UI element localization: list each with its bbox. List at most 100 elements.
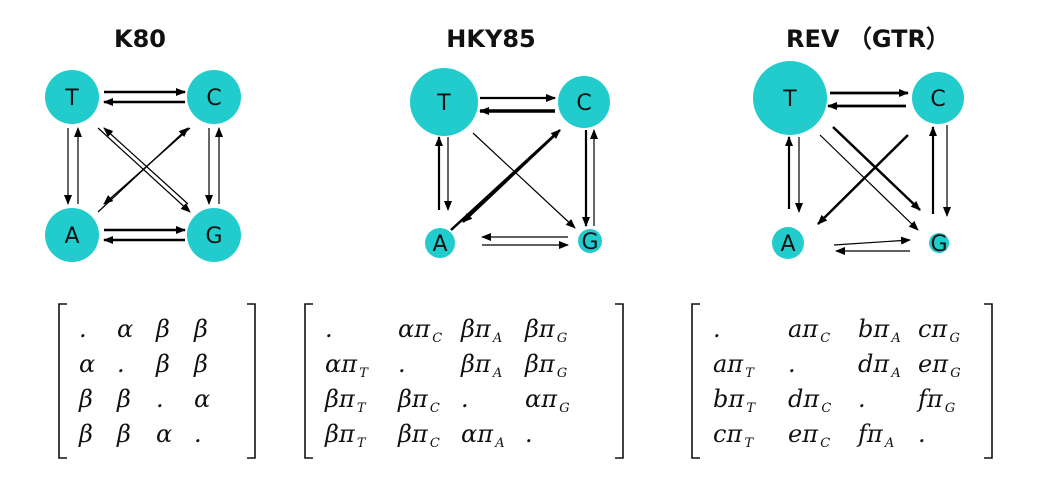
matrix-subscript: C [430, 436, 440, 451]
transition-arrow [472, 132, 576, 229]
matrix-right-bracket [615, 303, 624, 459]
matrix-subscript: G [557, 331, 567, 346]
matrix-left-bracket [691, 303, 700, 459]
matrix-cell: β [155, 315, 170, 343]
nucleotide-node-a [45, 208, 99, 262]
transition-arrow [819, 134, 919, 231]
matrix-cell: fπ [856, 420, 884, 448]
matrix-cell: dπ [858, 350, 890, 378]
matrix-subscript: G [945, 401, 955, 416]
matrix-cell: cπ [713, 420, 743, 448]
matrix-cell: . [117, 350, 125, 378]
nucleotide-node-t [753, 61, 827, 135]
matrix-cell: βπ [524, 315, 556, 343]
matrix-cell: . [918, 420, 926, 448]
transition-arrow [97, 127, 191, 213]
matrix-subscript: T [357, 401, 367, 416]
matrix-subscript: A [492, 366, 502, 381]
matrix-cell: . [525, 420, 533, 448]
matrix-subscript: T [744, 436, 754, 451]
matrix-cell: β [193, 315, 208, 343]
nucleotide-node-c [187, 70, 241, 124]
nucleotide-node-t [45, 70, 99, 124]
matrix-subscript: A [494, 436, 504, 451]
nucleotide-label: C [930, 87, 945, 112]
matrix-cell: bπ [858, 315, 890, 343]
matrix-cell: α [117, 315, 133, 343]
matrix-cell: βπ [460, 350, 492, 378]
matrix-cell: απ [461, 420, 494, 448]
nucleotide-label: T [64, 86, 79, 111]
nucleotide-label: G [930, 232, 947, 257]
matrix-cell: . [325, 315, 333, 343]
transition-arrow [833, 236, 911, 246]
matrix-right-bracket [247, 303, 256, 459]
matrix-cell: β [78, 420, 93, 448]
matrix-subscript: A [492, 331, 502, 346]
nucleotide-label: C [576, 91, 591, 116]
matrix-subscript: T [357, 436, 367, 451]
nucleotide-label: G [205, 224, 222, 249]
matrix-cell: β [193, 350, 208, 378]
matrix-subscript: G [949, 331, 959, 346]
matrix-cell: bπ [713, 385, 745, 413]
matrix-subscript: A [890, 366, 900, 381]
model-title: REV （GTR） [786, 25, 950, 53]
matrix-cell: dπ [788, 385, 820, 413]
nucleotide-node-c [558, 76, 610, 128]
matrix-cell: . [788, 350, 796, 378]
nucleotide-label: A [780, 232, 795, 257]
matrix-subscript: G [559, 401, 569, 416]
nucleotide-label: T [436, 91, 451, 116]
matrix-cell: βπ [324, 420, 356, 448]
matrix-subscript: T [745, 366, 755, 381]
model-title: HKY85 [446, 25, 535, 53]
matrix-cell: eπ [788, 420, 819, 448]
matrix-cell: β [78, 385, 93, 413]
matrix-cell: β [155, 350, 170, 378]
matrix-subscript: C [820, 331, 830, 346]
matrix-subscript: C [430, 401, 440, 416]
transition-arrow [103, 127, 189, 205]
matrix-subscript: C [820, 436, 830, 451]
nucleotide-label: T [782, 87, 797, 112]
nucleotide-node-g [187, 208, 241, 262]
matrix-cell: . [194, 420, 202, 448]
matrix-cell: fπ [916, 385, 944, 413]
matrix-cell: cπ [918, 315, 948, 343]
nucleotide-node-a [772, 227, 804, 259]
nucleotide-label: A [432, 232, 447, 257]
nucleotide-node-c [912, 72, 964, 124]
matrix-cell: aπ [788, 315, 819, 343]
matrix-cell: β [116, 420, 131, 448]
model-title: K80 [114, 25, 166, 53]
matrix-subscript: G [557, 366, 567, 381]
matrix-subscript: C [432, 331, 442, 346]
matrix-cell: α [156, 420, 172, 448]
matrix-subscript: T [746, 401, 756, 416]
matrix-cell: απ [325, 350, 358, 378]
matrix-subscript: C [821, 401, 831, 416]
matrix-cell: aπ [713, 350, 744, 378]
transition-arrow [103, 127, 191, 205]
matrix-cell: . [156, 385, 164, 413]
matrix-subscript: G [950, 366, 960, 381]
matrix-cell: βπ [524, 350, 556, 378]
matrix-cell: απ [525, 385, 558, 413]
matrix-cell: βπ [397, 420, 429, 448]
matrix-cell: eπ [918, 350, 949, 378]
matrix-cell: βπ [397, 385, 429, 413]
matrix-cell: . [713, 315, 721, 343]
matrix-cell: . [398, 350, 406, 378]
matrix-subscript: T [359, 366, 369, 381]
matrix-cell: βπ [460, 315, 492, 343]
matrix-cell: βπ [324, 385, 356, 413]
matrix-right-bracket [984, 303, 993, 459]
transition-arrow [832, 126, 921, 211]
matrix-cell: . [79, 315, 87, 343]
matrix-left-bracket [304, 303, 313, 459]
matrix-cell: β [116, 385, 131, 413]
nucleotide-node-t [410, 68, 478, 136]
matrix-cell: α [194, 385, 210, 413]
